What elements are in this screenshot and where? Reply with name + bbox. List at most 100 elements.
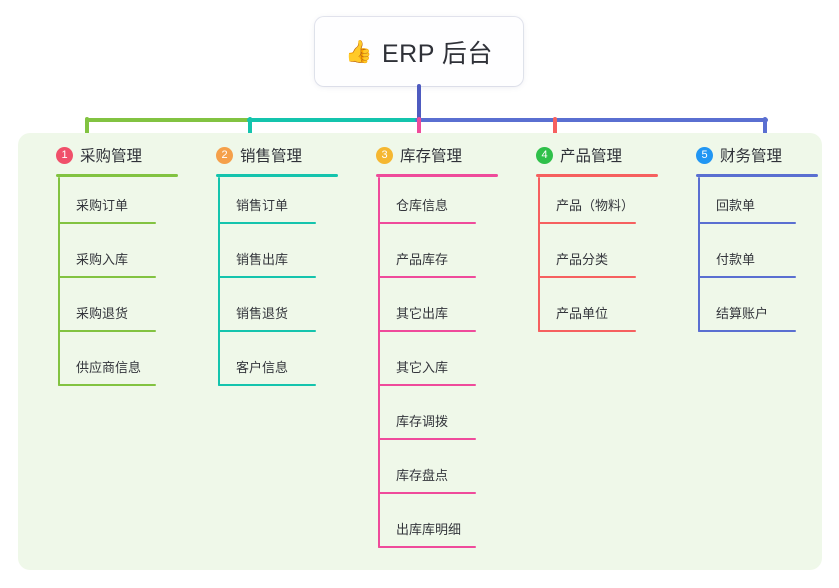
column-3: 3 库存管理仓库信息产品库存其它出库其它入库库存调拨库存盘点出库库明细 [354, 133, 514, 570]
leaf-node[interactable]: 产品（物料） [528, 177, 674, 231]
leaf-node[interactable]: 回款单 [688, 177, 834, 231]
leaf-node-label: 销售退货 [236, 305, 289, 321]
leaf-node[interactable]: 付款单 [688, 231, 834, 285]
leaf-node[interactable]: 产品分类 [528, 231, 674, 285]
leaf-node-label: 产品库存 [396, 251, 449, 267]
column-header-5[interactable]: 5 财务管理 [688, 133, 834, 177]
column-title-5: 财务管理 [720, 148, 783, 165]
column-header-rule-1 [56, 174, 178, 177]
leaf-node[interactable]: 采购入库 [48, 231, 194, 285]
leaf-node-rule [218, 276, 316, 278]
column-2: 2 销售管理销售订单销售出库销售退货客户信息 [194, 133, 354, 570]
thumbs-up-icon: 👍 [345, 38, 373, 64]
leaf-node-rule [538, 276, 636, 278]
leaf-node-rule [698, 222, 796, 224]
column-container: 1 采购管理采购订单采购入库采购退货供应商信息 2 销售管理销售订单销售出库销售退货客… [18, 133, 822, 570]
leaf-node[interactable]: 销售退货 [208, 285, 354, 339]
leaf-node-rule [378, 330, 476, 332]
column-items-2: 销售订单销售出库销售退货客户信息 [208, 177, 354, 393]
leaf-node-label: 采购入库 [76, 251, 129, 267]
leaf-node[interactable]: 产品库存 [368, 231, 514, 285]
leaf-node-rule [378, 546, 476, 548]
leaf-node[interactable]: 采购订单 [48, 177, 194, 231]
column-badge-4: 4 [536, 146, 553, 164]
leaf-node-label: 供应商信息 [76, 359, 142, 375]
leaf-node[interactable]: 产品单位 [528, 285, 674, 339]
leaf-node-rule [538, 330, 636, 332]
leaf-node[interactable]: 其它入库 [368, 339, 514, 393]
column-header-4[interactable]: 4 产品管理 [528, 133, 674, 177]
leaf-node[interactable]: 采购退货 [48, 285, 194, 339]
column-spine-4 [538, 177, 540, 332]
column-title-1: 采购管理 [80, 148, 143, 165]
leaf-node-label: 销售订单 [236, 197, 289, 213]
leaf-node-label: 采购退货 [76, 305, 129, 321]
column-5: 5 财务管理回款单付款单结算账户 [674, 133, 834, 570]
leaf-node[interactable]: 出库库明细 [368, 501, 514, 555]
leaf-node-label: 回款单 [716, 197, 756, 213]
leaf-node-rule [378, 492, 476, 494]
leaf-node[interactable]: 仓库信息 [368, 177, 514, 231]
column-header-2[interactable]: 2 销售管理 [208, 133, 354, 177]
column-1: 1 采购管理采购订单采购入库采购退货供应商信息 [34, 133, 194, 570]
leaf-node-label: 产品单位 [556, 305, 609, 321]
column-badge-5: 5 [696, 146, 713, 164]
leaf-node-rule [58, 222, 156, 224]
leaf-node-label: 出库库明细 [396, 521, 462, 537]
leaf-node-rule [698, 330, 796, 332]
leaf-node-label: 结算账户 [716, 305, 769, 321]
root-node-label: ERP 后台 [382, 39, 493, 68]
leaf-node-label: 库存调拨 [396, 413, 449, 429]
leaf-node[interactable]: 供应商信息 [48, 339, 194, 393]
column-title-3: 库存管理 [400, 148, 463, 165]
column-title-2: 销售管理 [240, 148, 303, 165]
column-4: 4 产品管理产品（物料） 产品分类产品单位 [514, 133, 674, 570]
leaf-node-rule [378, 276, 476, 278]
leaf-node-label: 采购订单 [76, 197, 129, 213]
leaf-node-rule [218, 384, 316, 386]
leaf-node[interactable]: 销售出库 [208, 231, 354, 285]
leaf-node[interactable]: 结算账户 [688, 285, 834, 339]
root-node-title: 👍 ERP 后台 [345, 34, 493, 70]
column-badge-1: 1 [56, 146, 73, 164]
leaf-node-label: 产品分类 [556, 251, 609, 267]
column-title-4: 产品管理 [560, 148, 623, 165]
column-header-rule-4 [536, 174, 658, 177]
leaf-node[interactable]: 库存调拨 [368, 393, 514, 447]
leaf-node-label: 库存盘点 [396, 467, 449, 483]
column-items-1: 采购订单采购入库采购退货供应商信息 [48, 177, 194, 393]
leaf-node-rule [538, 222, 636, 224]
leaf-node-label: 付款单 [716, 251, 756, 267]
root-node-card[interactable]: 👍 ERP 后台 [315, 17, 523, 86]
column-header-rule-5 [696, 174, 818, 177]
leaf-node[interactable]: 其它出库 [368, 285, 514, 339]
leaf-node-label: 销售出库 [236, 251, 289, 267]
diagram-panel [18, 133, 822, 570]
column-items-3: 仓库信息产品库存其它出库其它入库库存调拨库存盘点出库库明细 [368, 177, 514, 555]
leaf-node[interactable]: 销售订单 [208, 177, 354, 231]
leaf-node[interactable]: 客户信息 [208, 339, 354, 393]
column-header-1[interactable]: 1 采购管理 [48, 133, 194, 177]
leaf-node-rule [218, 222, 316, 224]
leaf-node-label: 仓库信息 [396, 197, 449, 213]
leaf-node-label: 产品（物料） [556, 197, 635, 213]
column-header-3[interactable]: 3 库存管理 [368, 133, 514, 177]
column-badge-3: 3 [376, 146, 393, 164]
leaf-node-rule [58, 330, 156, 332]
column-spine-2 [218, 177, 220, 386]
column-spine-5 [698, 177, 700, 332]
column-header-rule-3 [376, 174, 498, 177]
leaf-node-rule [698, 276, 796, 278]
column-items-4: 产品（物料） 产品分类产品单位 [528, 177, 674, 339]
leaf-node-rule [378, 438, 476, 440]
column-badge-2: 2 [216, 146, 233, 164]
leaf-node-rule [378, 384, 476, 386]
leaf-node-rule [58, 276, 156, 278]
leaf-node-label: 客户信息 [236, 359, 289, 375]
leaf-node[interactable]: 库存盘点 [368, 447, 514, 501]
column-items-5: 回款单付款单结算账户 [688, 177, 834, 339]
leaf-node-rule [378, 222, 476, 224]
column-header-rule-2 [216, 174, 338, 177]
leaf-node-label: 其它入库 [396, 359, 449, 375]
column-spine-3 [378, 177, 380, 548]
